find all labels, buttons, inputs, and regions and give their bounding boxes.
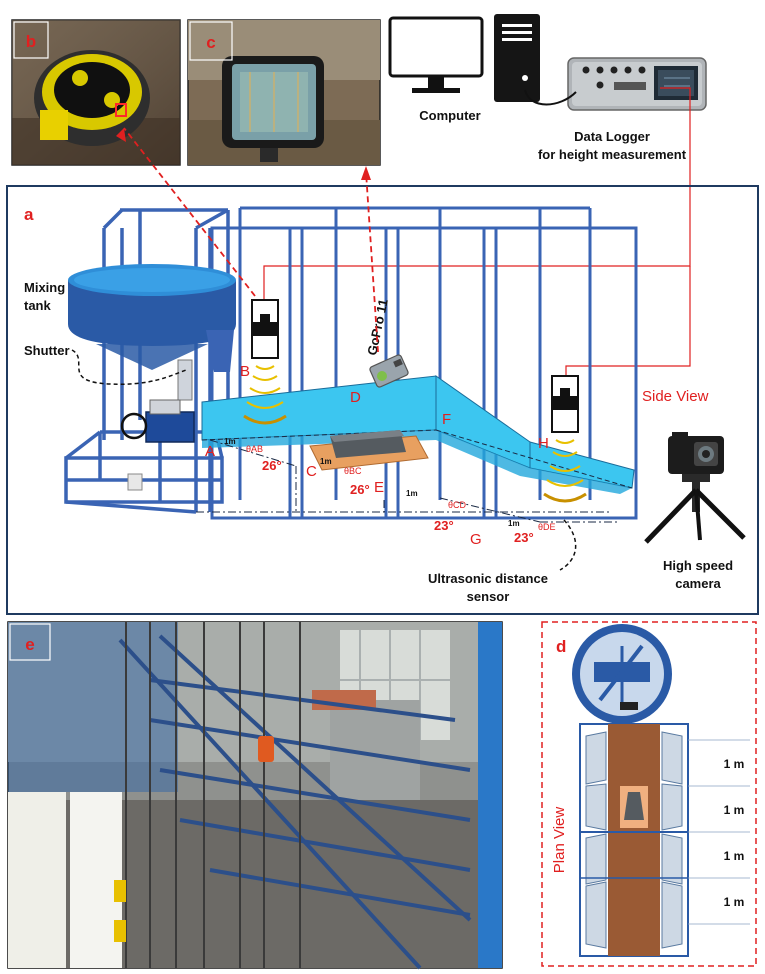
point-c: C <box>306 463 317 480</box>
ultrasonic-sensor-h <box>543 375 587 503</box>
ultrasonic-pointer <box>559 519 577 571</box>
logger-cable <box>524 89 577 106</box>
length-4: 1m <box>508 519 520 528</box>
plan-view-label: Plan View <box>551 807 568 874</box>
ultrasonic-label-line1: Ultrasonic distance <box>428 571 548 586</box>
high-speed-label-line1: High speed <box>663 558 733 573</box>
ultrasonic-sensor-b <box>243 299 287 425</box>
computer-label: Computer <box>419 108 480 123</box>
side-view-label: Side View <box>642 388 709 405</box>
photo-e-lab: e <box>7 621 503 970</box>
high-speed-camera-icon <box>644 432 746 544</box>
computer-icon <box>388 14 540 102</box>
gopro-on-flume <box>369 354 409 388</box>
angle-ab: 26° <box>262 458 282 473</box>
data-logger-icon <box>567 57 707 111</box>
angle-cd: 23° <box>434 518 454 533</box>
plan-tank-icon <box>572 624 672 724</box>
mixing-tank-icon <box>68 264 236 401</box>
angle-symbol-de: θDE <box>538 522 556 532</box>
plan-dim-2: 1 m <box>724 803 745 817</box>
data-logger-label-line2: for height measurement <box>538 147 687 162</box>
plan-dim-4: 1 m <box>724 895 745 909</box>
pointer-b <box>123 127 256 297</box>
sensor-wire-h <box>565 266 691 376</box>
angle-symbol-ab: θAB <box>246 444 263 454</box>
point-g: G <box>470 531 482 548</box>
datum-lines <box>196 439 620 523</box>
pump-icon <box>120 399 195 491</box>
point-a: A <box>205 443 215 460</box>
pointer-c <box>365 171 379 353</box>
panel-label-c: c <box>206 33 215 52</box>
point-e: E <box>374 479 384 496</box>
angle-symbol-cd: θCD <box>448 500 467 510</box>
length-2: 1m <box>320 457 332 466</box>
panel-label-b: b <box>26 32 36 51</box>
point-d: D <box>350 389 361 406</box>
shutter-label: Shutter <box>24 343 70 358</box>
length-1: 1m <box>224 437 236 446</box>
data-logger-label-line1: Data Logger <box>574 129 650 144</box>
angle-de: 23° <box>514 530 534 545</box>
photo-b-sensor: b <box>11 19 181 166</box>
photo-c-gopro: c <box>187 19 381 166</box>
ultrasonic-label-line2: sensor <box>467 589 510 604</box>
plan-channel <box>579 723 689 957</box>
angle-bc: 26° <box>350 482 370 497</box>
mixing-tank-label-line2: tank <box>24 298 52 313</box>
panel-label-e: e <box>25 635 34 654</box>
mixing-tank-label-line1: Mixing <box>24 280 65 295</box>
plan-dim-lines <box>688 739 750 925</box>
panel-label-a: a <box>24 205 34 224</box>
point-b: B <box>240 363 250 380</box>
panel-d-border <box>541 621 757 967</box>
plan-dim-3: 1 m <box>724 849 745 863</box>
panel-label-d: d <box>556 637 566 656</box>
point-f: F <box>442 411 451 428</box>
obstacle-block <box>309 430 429 471</box>
angle-symbol-bc: θBC <box>344 466 362 476</box>
length-3: 1m <box>406 489 418 498</box>
high-speed-label-line2: camera <box>675 576 721 591</box>
point-h: H <box>538 435 549 452</box>
shutter-pointer <box>71 349 187 385</box>
panel-a-border <box>6 185 759 615</box>
plan-dim-1: 1 m <box>724 757 745 771</box>
flume-frame <box>210 206 638 520</box>
